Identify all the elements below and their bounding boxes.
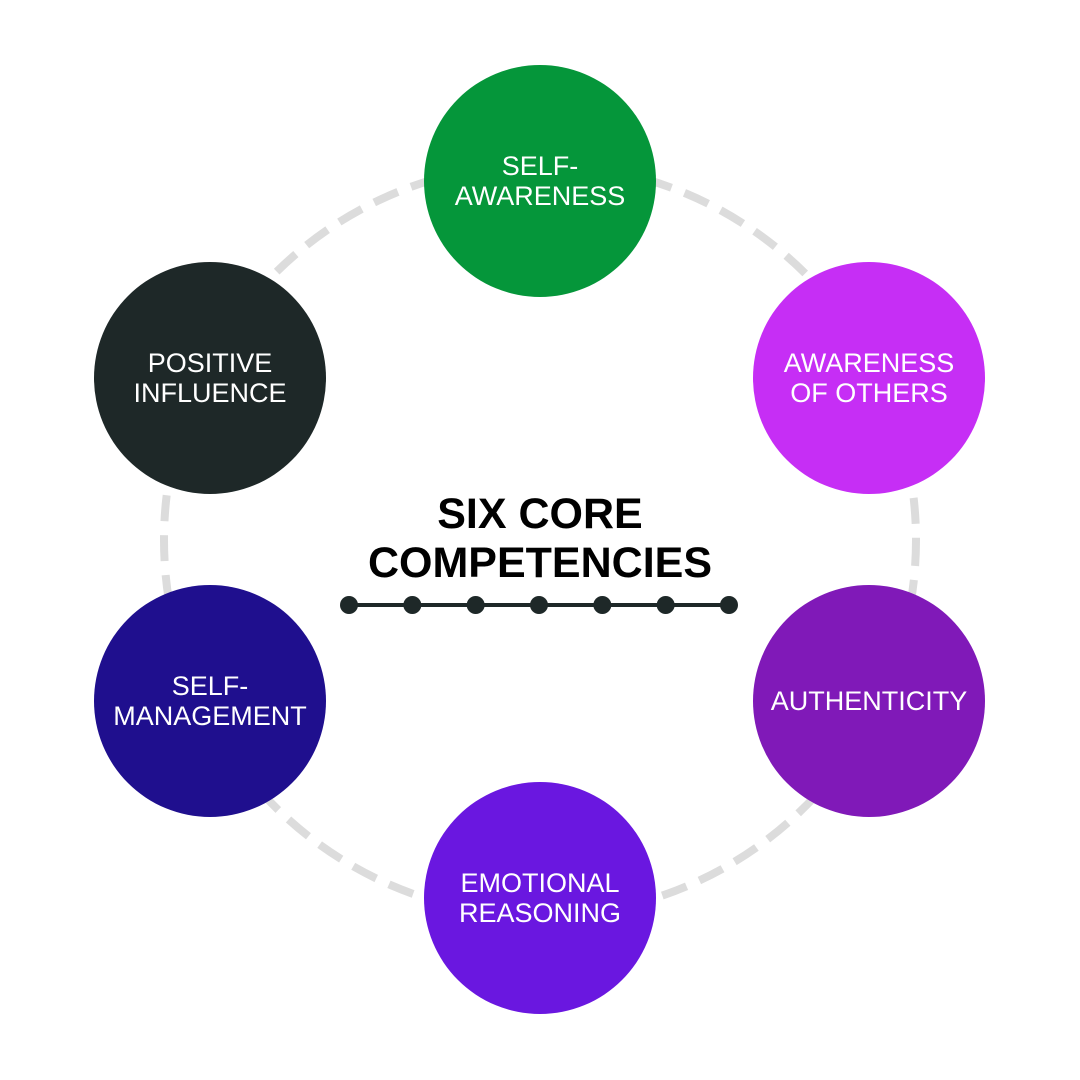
label-line: AWARENESS	[783, 348, 955, 378]
divider-dot	[656, 596, 675, 614]
divider-dot	[403, 596, 422, 614]
divider-dot	[466, 596, 485, 614]
label-line: AWARENESS	[454, 181, 626, 211]
competency-self-awareness: SELF-AWARENESS	[424, 65, 656, 297]
title-line-1: SIX CORE	[437, 490, 643, 538]
divider-dot	[530, 596, 548, 614]
title-line-2: COMPETENCIES	[367, 539, 713, 587]
competency-authenticity: AUTHENTICITY	[753, 585, 985, 817]
divider-dot	[593, 596, 612, 614]
label-line: INFLUENCE	[133, 378, 287, 408]
title-divider	[340, 596, 738, 614]
label-line: OF OTHERS	[790, 378, 948, 408]
label-line: AUTHENTICITY	[770, 686, 968, 716]
competency-self-management: SELF-MANAGEMENT	[94, 585, 326, 817]
divider-dot	[340, 596, 358, 614]
label-line: SELF-	[501, 151, 579, 181]
page-title: SIX CORE COMPETENCIES	[290, 490, 790, 588]
label-line: SELF-	[171, 671, 249, 701]
label-line: MANAGEMENT	[113, 701, 307, 731]
label-line: REASONING	[458, 898, 622, 928]
divider-dot	[720, 596, 738, 614]
label-line: POSITIVE	[147, 348, 273, 378]
label-line: EMOTIONAL	[460, 868, 620, 898]
